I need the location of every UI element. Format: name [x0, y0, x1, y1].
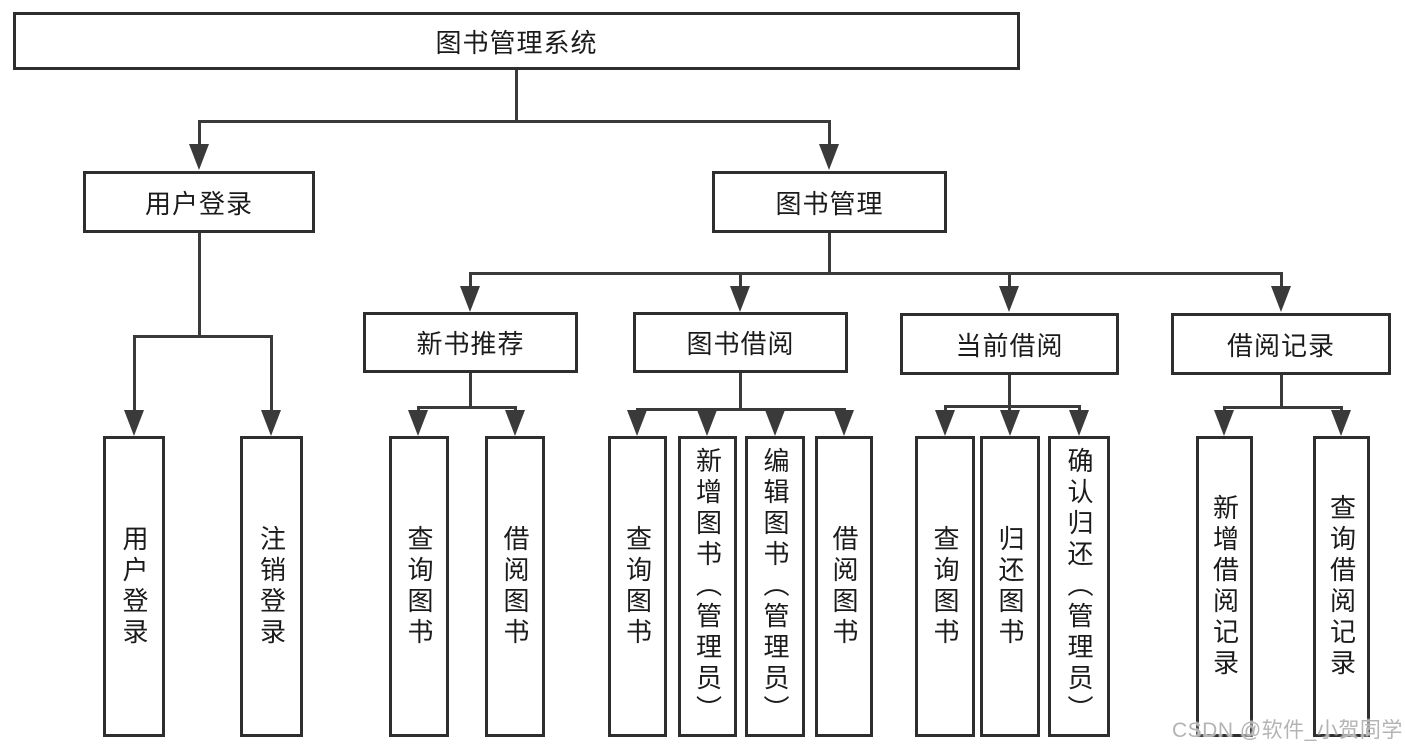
arrowhead-icon	[1331, 410, 1351, 436]
node-nb-query-books-label: 查询图书	[404, 524, 434, 649]
node-bb-add-books-admin-label: 新增图书（管理员）	[692, 447, 723, 726]
node-library-system-label: 图书管理系统	[435, 27, 598, 58]
connector-vline	[515, 70, 518, 120]
node-user-login-label: 用户登录	[144, 188, 253, 219]
arrowhead-icon	[627, 410, 647, 436]
node-book-borrow-label: 图书借阅	[686, 329, 795, 359]
arrowhead-icon	[935, 410, 955, 436]
arrowhead-icon	[408, 410, 428, 436]
node-borrow-records: 借阅记录	[1171, 313, 1391, 375]
node-new-book-recommend: 新书推荐	[363, 312, 578, 373]
node-br-query-record: 查询借阅记录	[1313, 436, 1370, 737]
node-bb-query-books: 查询图书	[608, 436, 667, 737]
connector-hline	[133, 335, 273, 338]
arrowhead-icon	[697, 410, 717, 436]
connector-vline	[270, 335, 273, 410]
node-current-borrow: 当前借阅	[900, 313, 1119, 375]
node-user-login: 用户登录	[83, 171, 315, 233]
connector-vline	[469, 373, 472, 406]
node-book-borrow: 图书借阅	[633, 312, 848, 373]
node-current-borrow-label: 当前借阅	[955, 330, 1064, 361]
connector-vline	[944, 405, 947, 410]
connector-vline	[1280, 272, 1283, 286]
connector-vline	[1008, 375, 1011, 405]
arrowhead-icon	[765, 410, 785, 436]
arrowhead-icon	[1069, 410, 1089, 436]
node-nb-borrow-books: 借阅图书	[485, 436, 545, 737]
arrowhead-icon	[505, 410, 525, 436]
arrowhead-icon	[460, 286, 480, 312]
node-new-book-recommend-label: 新书推荐	[416, 329, 525, 359]
node-bb-edit-books-admin-label: 编辑图书（管理员）	[760, 447, 790, 726]
connector-vline	[636, 408, 639, 411]
connector-hline	[469, 272, 1283, 275]
node-nb-query-books: 查询图书	[389, 436, 449, 737]
connector-vline	[417, 406, 420, 410]
node-borrow-records-label: 借阅记录	[1226, 330, 1335, 361]
node-leaf-user-login-label: 用户登录	[119, 524, 149, 649]
connector-vline	[469, 272, 472, 286]
node-library-system: 图书管理系统	[13, 12, 1020, 70]
node-book-management-label: 图书管理	[775, 188, 884, 219]
node-br-add-record-label: 新增借阅记录	[1209, 493, 1240, 680]
arrowhead-icon	[1000, 410, 1020, 436]
connector-vline	[739, 272, 742, 286]
connector-hline	[944, 405, 1081, 408]
connector-hline	[1223, 406, 1343, 409]
arrowhead-icon	[261, 410, 281, 436]
node-br-add-record: 新增借阅记录	[1196, 436, 1253, 737]
connector-vline	[514, 406, 517, 410]
csdn-watermark: CSDN @软件_小贺同学	[1172, 719, 1403, 742]
node-leaf-logout-label: 注销登录	[256, 524, 287, 649]
node-leaf-logout: 注销登录	[240, 436, 303, 737]
node-bb-edit-books-admin: 编辑图书（管理员）	[745, 436, 805, 737]
connector-vline	[1008, 405, 1011, 410]
connector-vline	[1280, 375, 1283, 406]
connector-hline	[636, 408, 846, 411]
node-cb-return-books-label: 归还图书	[995, 524, 1025, 649]
connector-vline	[828, 233, 831, 272]
node-bb-add-books-admin: 新增图书（管理员）	[678, 436, 737, 737]
connector-vline	[1223, 406, 1226, 410]
arrowhead-icon	[1271, 286, 1291, 312]
node-cb-return-books: 归还图书	[980, 436, 1040, 737]
arrowhead-icon	[999, 286, 1019, 312]
connector-vline	[1340, 406, 1343, 410]
connector-vline	[198, 233, 201, 335]
arrowhead-icon	[834, 410, 854, 436]
connector-vline	[198, 120, 201, 144]
connector-vline	[133, 335, 136, 410]
node-cb-confirm-return-admin: 确认归还（管理员）	[1048, 436, 1110, 737]
node-nb-borrow-books-label: 借阅图书	[500, 524, 530, 649]
node-cb-query-books-label: 查询图书	[930, 524, 960, 649]
connector-vline	[1008, 272, 1011, 286]
node-bb-borrow-books: 借阅图书	[815, 436, 873, 737]
node-bb-query-books-label: 查询图书	[622, 524, 653, 649]
node-cb-query-books: 查询图书	[915, 436, 975, 737]
node-book-management: 图书管理	[712, 171, 947, 233]
connector-vline	[1078, 405, 1081, 410]
node-cb-confirm-return-admin-label: 确认归还（管理员）	[1064, 447, 1094, 726]
connector-vline	[843, 408, 846, 411]
connector-vline	[739, 373, 742, 408]
arrowhead-icon	[124, 410, 144, 436]
arrowhead-icon	[189, 144, 209, 170]
arrowhead-icon	[1214, 410, 1234, 436]
connector-vline	[828, 120, 831, 144]
arrowhead-icon	[730, 286, 750, 312]
node-br-query-record-label: 查询借阅记录	[1326, 493, 1357, 680]
connector-vline	[706, 408, 709, 411]
node-leaf-user-login: 用户登录	[103, 436, 165, 737]
arrowhead-icon	[819, 144, 839, 170]
connector-hline	[417, 406, 517, 409]
node-bb-borrow-books-label: 借阅图书	[829, 524, 859, 649]
connector-vline	[773, 408, 776, 411]
connector-hline	[198, 120, 831, 123]
